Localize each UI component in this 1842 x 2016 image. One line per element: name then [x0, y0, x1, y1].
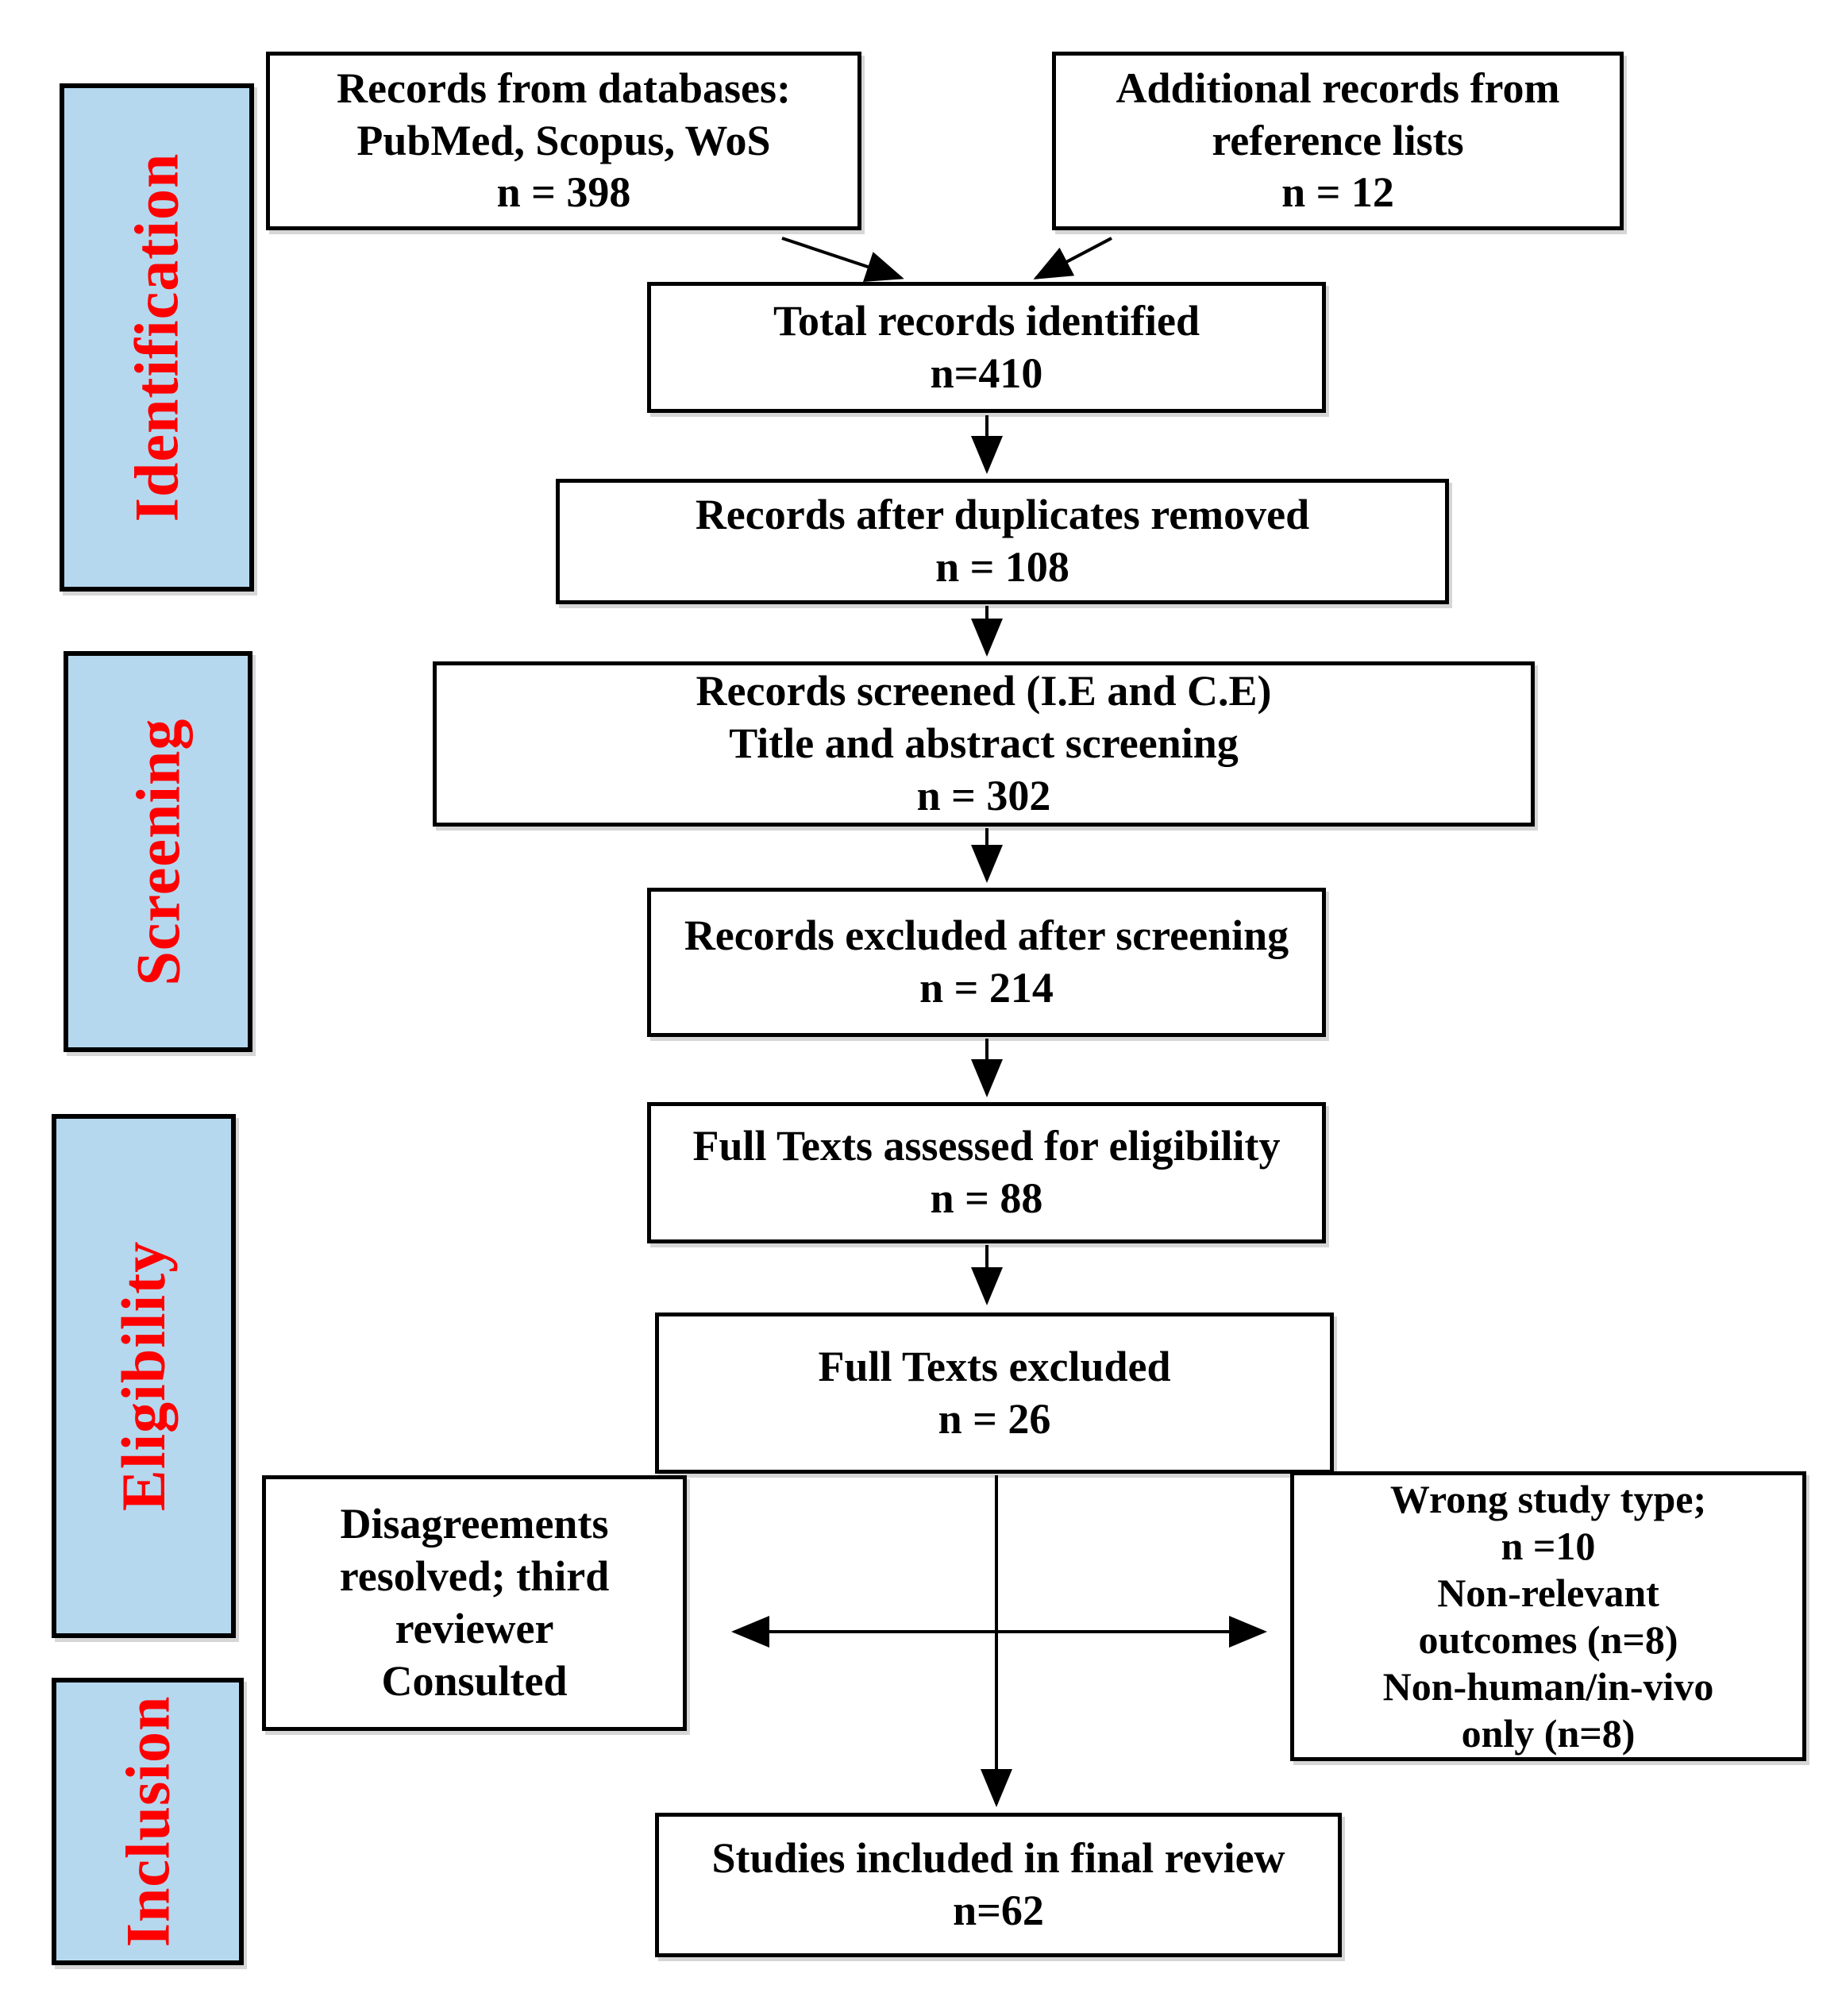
box-line: n = 398: [496, 168, 631, 217]
box-line: Non-human/in-vivo: [1382, 1663, 1714, 1709]
box-line: Records screened (I.E and C.E): [696, 667, 1272, 715]
box-line: n = 26: [938, 1394, 1051, 1443]
box-line: Studies included in final review: [711, 1834, 1285, 1883]
box-additional-records: Additional records from reference lists …: [1052, 52, 1624, 230]
box-line: reviewer: [395, 1605, 554, 1652]
sidebar-stage-identification: Identification: [60, 83, 254, 592]
box-line: Full Texts excluded: [818, 1342, 1171, 1390]
box-studies-included: Studies included in final review n=62: [655, 1813, 1342, 1957]
box-total-records-identified: Total records identified n=410: [647, 282, 1326, 413]
box-line: PubMed, Scopus, WoS: [356, 116, 771, 164]
box-line: n = 88: [930, 1174, 1043, 1222]
box-line: only (n=8): [1461, 1710, 1636, 1756]
box-line: Additional records from: [1116, 64, 1560, 112]
box-line: Total records identified: [773, 296, 1200, 345]
stage-label-identification: Identification: [121, 152, 191, 522]
box-line: Records after duplicates removed: [695, 491, 1310, 539]
box-records-excluded: Records excluded after screening n = 214: [647, 888, 1326, 1037]
box-fulltext-excluded: Full Texts excluded n = 26: [655, 1313, 1334, 1474]
box-line: Full Texts assessed for eligibility: [692, 1122, 1281, 1170]
stage-label-inclusion: Inclusion: [113, 1695, 182, 1948]
box-records-screened: Records screened (I.E and C.E) Title and…: [433, 661, 1535, 827]
box-line: n = 12: [1281, 168, 1394, 217]
box-line: n = 302: [916, 771, 1051, 819]
box-line: n = 214: [919, 964, 1054, 1012]
box-line: Wrong study type;: [1389, 1476, 1707, 1521]
stage-label-screening: Screening: [123, 718, 193, 985]
box-line: Non-relevant: [1437, 1570, 1659, 1615]
box-line: n=62: [953, 1887, 1044, 1934]
box-line: resolved; third: [339, 1552, 610, 1601]
arrow-additional-to-total: [1033, 237, 1112, 279]
box-line: n =10: [1501, 1523, 1596, 1568]
box-line: reference lists: [1212, 116, 1464, 164]
sidebar-stage-inclusion: Inclusion: [52, 1678, 244, 1965]
box-line: Title and abstract screening: [729, 719, 1239, 768]
box-line: n = 108: [935, 543, 1069, 591]
box-disagreements-resolved: Disagreements resolved; third reviewer C…: [262, 1475, 687, 1731]
box-line: Consulted: [381, 1656, 568, 1705]
box-fulltext-assessed: Full Texts assessed for eligibility n = …: [647, 1102, 1326, 1243]
box-exclusion-reasons: Wrong study type; n =10 Non-relevant out…: [1290, 1471, 1806, 1761]
sidebar-stage-screening: Screening: [64, 651, 252, 1052]
box-line: Records from databases:: [337, 64, 791, 112]
box-line: Records excluded after screening: [684, 912, 1289, 960]
box-line: n=410: [930, 349, 1043, 397]
arrow-databases-to-total: [781, 237, 904, 283]
box-duplicates-removed: Records after duplicates removed n = 108: [556, 479, 1449, 604]
box-records-from-databases: Records from databases: PubMed, Scopus, …: [266, 52, 861, 230]
box-line: outcomes (n=8): [1418, 1617, 1678, 1662]
box-line: Disagreements: [340, 1500, 609, 1548]
sidebar-stage-eligibility: Eligibility: [52, 1114, 236, 1638]
stage-label-eligibility: Eligibility: [109, 1240, 178, 1512]
